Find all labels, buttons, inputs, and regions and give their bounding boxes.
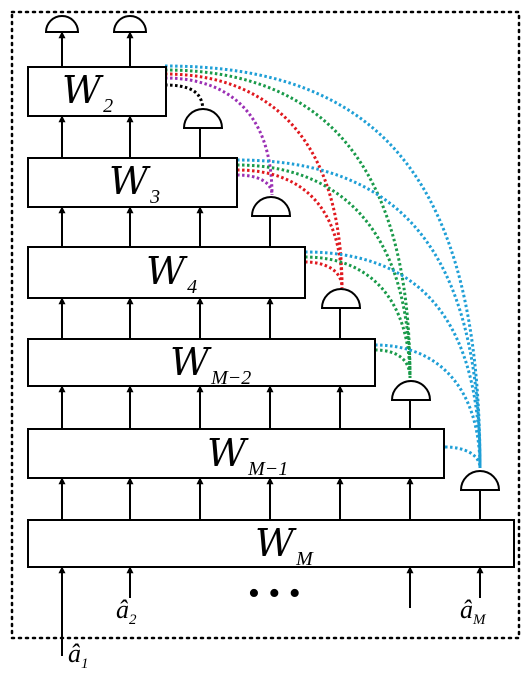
feedback-red-1 [164, 72, 344, 289]
feedback-purple-1 [164, 76, 274, 196]
measurement-symbols [44, 15, 501, 491]
feedback-blue-4 [374, 343, 482, 469]
measurement-icon-w2 [182, 108, 224, 129]
feedback-black [164, 83, 205, 113]
feedback-blue-3 [304, 250, 482, 469]
layer-box-wm [27, 519, 515, 568]
measurement-icon-top-1 [44, 15, 80, 33]
connection-arrows [58, 31, 484, 656]
feedback-red-3 [304, 260, 344, 289]
dotted-frame [10, 10, 521, 640]
feedback-green-3 [304, 255, 412, 379]
measurement-icon-w4 [320, 288, 362, 309]
layer-box-w3 [27, 157, 238, 208]
layer-box-wm1 [27, 428, 445, 479]
feedback-blue-5 [444, 445, 482, 469]
ellipsis: • • • [248, 575, 301, 612]
measurement-icon-wm2 [390, 380, 432, 401]
feedback-green-4 [374, 348, 412, 379]
measurement-icon-top-2 [112, 15, 148, 33]
feedback-connections [164, 64, 482, 469]
input-label-a2: â2 [116, 595, 137, 628]
feedback-green-1 [164, 68, 412, 379]
input-label-am: âM [460, 595, 487, 628]
input-label-a1: â1 [68, 639, 89, 672]
feedback-purple-2 [236, 173, 274, 196]
measurement-icon-wm1 [459, 470, 501, 491]
feedback-red-2 [236, 168, 344, 289]
layer-box-w2 [27, 66, 167, 117]
layer-box-w4 [27, 246, 306, 299]
measurement-icon-w3 [250, 196, 292, 217]
layer-box-wm2 [27, 338, 376, 387]
